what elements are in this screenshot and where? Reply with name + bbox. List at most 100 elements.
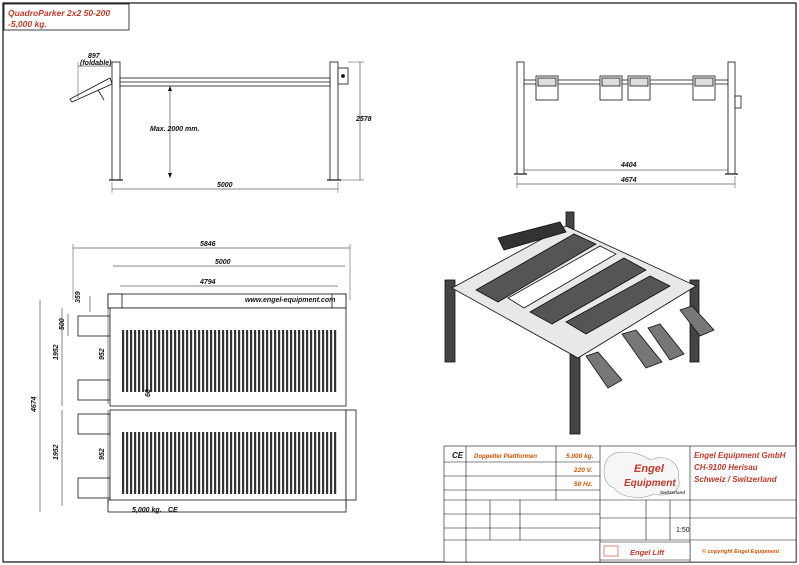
tread-bar — [322, 432, 325, 494]
tread-bar — [242, 330, 245, 392]
plan-website: www.engel-equipment.com — [245, 297, 335, 304]
platform-treads-upper — [122, 330, 337, 392]
tread-bar — [170, 330, 173, 392]
tread-bar — [190, 432, 193, 494]
tread-bar — [206, 330, 209, 392]
tread-bar — [318, 330, 321, 392]
tread-bar — [294, 432, 297, 494]
tread-bar — [206, 432, 209, 494]
logo-word-equipment: Equipment — [624, 478, 676, 489]
tread-bar — [314, 330, 317, 392]
plan-capacity-plate: 5,000 kg. — [132, 507, 162, 514]
tread-bar — [306, 330, 309, 392]
side-dim-foldable: 897 — [88, 53, 101, 60]
front-view — [514, 61, 742, 188]
plan-dim-500: 500 — [59, 318, 66, 330]
tread-bar — [290, 330, 293, 392]
tread-bar — [318, 432, 321, 494]
tread-bar — [142, 330, 145, 392]
plan-dim-4674: 4674 — [31, 396, 38, 413]
tread-bar — [210, 330, 213, 392]
tread-bar — [202, 330, 205, 392]
tread-bar — [314, 432, 317, 494]
tread-bar — [194, 330, 197, 392]
tread-bar — [246, 432, 249, 494]
plan-dim-1952-top: 1952 — [53, 344, 60, 360]
tread-bar — [178, 432, 181, 494]
tread-bar — [218, 330, 221, 392]
isometric-view — [444, 211, 715, 435]
title-block-description: Doppelter Plattformen — [474, 454, 537, 460]
tread-bar — [278, 432, 281, 494]
tread-bar — [202, 432, 205, 494]
tread-bar — [322, 330, 325, 392]
tread-bar — [214, 432, 217, 494]
tread-bar — [230, 330, 233, 392]
tread-bar — [254, 330, 257, 392]
title-block-spec-freq: 50 Hz. — [574, 481, 593, 488]
tread-bar — [330, 432, 333, 494]
title-block-spec-voltage: 220 V. — [573, 467, 592, 474]
tread-bar — [126, 330, 129, 392]
tread-bar — [122, 432, 125, 494]
tread-bar — [158, 330, 161, 392]
tread-bar — [186, 330, 189, 392]
tread-bar — [154, 432, 157, 494]
front-dim-inner: 4404 — [620, 162, 637, 169]
plan-dim-1952-bottom: 1952 — [53, 444, 60, 460]
tread-bar — [174, 330, 177, 392]
tread-bar — [190, 330, 193, 392]
side-dim-height: 2578 — [355, 116, 372, 123]
tread-bar — [282, 432, 285, 494]
tread-bar — [266, 330, 269, 392]
front-dim-outer: 4674 — [620, 177, 637, 184]
tread-bar — [242, 432, 245, 494]
tread-bar — [198, 330, 201, 392]
tread-bar — [334, 330, 337, 392]
tread-bar — [122, 330, 125, 392]
tread-bar — [274, 330, 277, 392]
logo-sub: Switzerland — [660, 490, 685, 495]
title-block-scale: 1:50 — [676, 527, 690, 534]
tread-bar — [146, 432, 149, 494]
tread-bar — [178, 330, 181, 392]
tread-bar — [302, 432, 305, 494]
tread-bar — [210, 432, 213, 494]
tread-bar — [246, 330, 249, 392]
tread-bar — [326, 432, 329, 494]
title-block — [443, 445, 797, 563]
tread-bar — [234, 330, 237, 392]
tread-bar — [170, 432, 173, 494]
sheet-title-line2: -5,000 kg. — [8, 19, 47, 29]
plan-dim-359: 359 — [75, 291, 82, 303]
tread-bar — [234, 432, 237, 494]
tread-bar — [126, 432, 129, 494]
tread-bar — [162, 432, 165, 494]
plan-dim-952-bottom: 952 — [99, 448, 106, 460]
title-block-spec-capacity: 5.000 kg. — [566, 453, 594, 460]
company-address: CH-9100 Herisau — [694, 463, 758, 472]
tread-bar — [134, 330, 137, 392]
plan-dim-952-top: 952 — [99, 348, 106, 360]
tread-bar — [238, 330, 241, 392]
tread-bar — [330, 330, 333, 392]
sheet-title-box: QuadroParker 2x2 50-200 -5,000 kg. — [3, 3, 130, 31]
tread-bar — [258, 330, 261, 392]
logo-word-engel: Engel — [634, 463, 665, 475]
plan-dim-total: 5846 — [200, 241, 216, 248]
tread-bar — [222, 330, 225, 392]
tread-bar — [278, 330, 281, 392]
tread-bar — [138, 432, 141, 494]
tread-bar — [334, 432, 337, 494]
tread-bar — [218, 432, 221, 494]
platform-treads-lower — [122, 432, 337, 494]
tread-bar — [306, 432, 309, 494]
tread-bar — [310, 330, 313, 392]
tread-bar — [266, 432, 269, 494]
tread-bar — [174, 432, 177, 494]
plan-dim-4794: 4794 — [199, 279, 216, 286]
copyright-notice: © copyright Engel Equipment — [702, 548, 780, 555]
tread-bar — [142, 432, 145, 494]
